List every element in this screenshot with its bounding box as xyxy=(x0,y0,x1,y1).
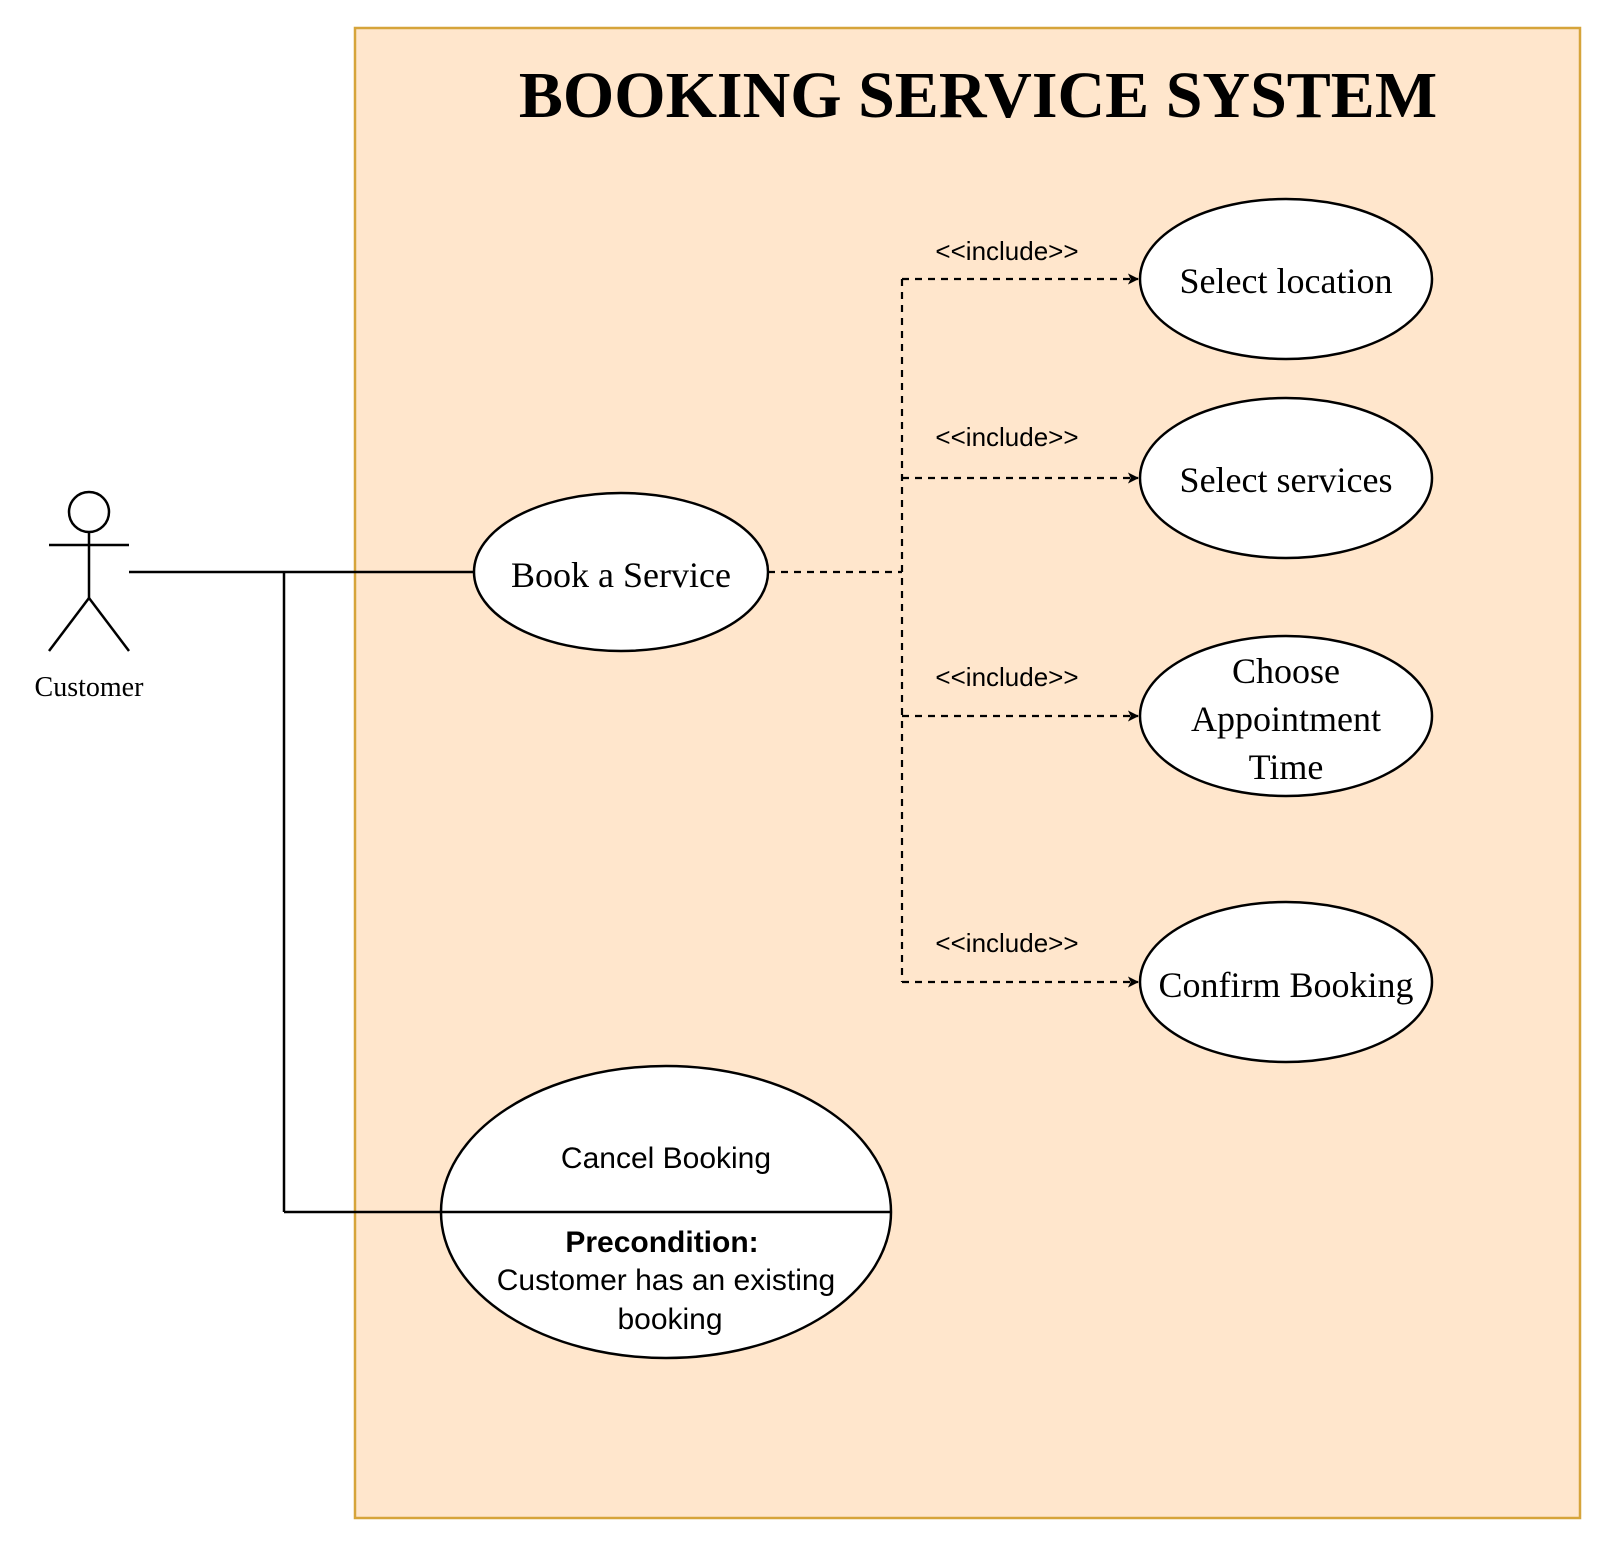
system-title: BOOKING SERVICE SYSTEM xyxy=(519,59,1437,132)
actor-label: Customer xyxy=(35,672,145,703)
svg-text:Book a Service: Book a Service xyxy=(511,555,731,595)
use-case-confirm-booking: Confirm Booking xyxy=(1138,900,1434,1064)
cancel-booking-title: Cancel Booking xyxy=(561,1142,771,1175)
include-label-location: <<include>> xyxy=(935,236,1078,266)
precondition-text-line2: booking xyxy=(617,1303,722,1336)
include-connectors xyxy=(768,273,1139,988)
include-label-services: <<include>> xyxy=(935,422,1078,452)
svg-text:Select location: Select location xyxy=(1180,261,1393,301)
use-case-select-services: Select services xyxy=(1138,396,1434,560)
svg-text:Select services: Select services xyxy=(1180,460,1393,500)
association-lines xyxy=(129,570,476,1214)
svg-text:Appointment: Appointment xyxy=(1191,699,1381,739)
svg-text:Choose: Choose xyxy=(1232,651,1340,691)
use-case-choose-time: Choose Appointment Time xyxy=(1138,634,1434,798)
use-case-cancel-booking: Cancel Booking Precondition: Customer ha… xyxy=(439,1064,893,1360)
svg-text:Confirm Booking: Confirm Booking xyxy=(1158,965,1413,1005)
precondition-text-line1: Customer has an existing xyxy=(497,1264,836,1297)
svg-text:Time: Time xyxy=(1249,747,1324,787)
precondition-label: Precondition: xyxy=(565,1226,758,1259)
include-label-confirm: <<include>> xyxy=(935,928,1078,958)
use-case-select-location: Select location xyxy=(1138,197,1434,361)
customer-actor-icon xyxy=(48,490,130,652)
include-label-time: <<include>> xyxy=(935,662,1078,692)
use-case-book-service: Book a Service xyxy=(472,491,770,653)
